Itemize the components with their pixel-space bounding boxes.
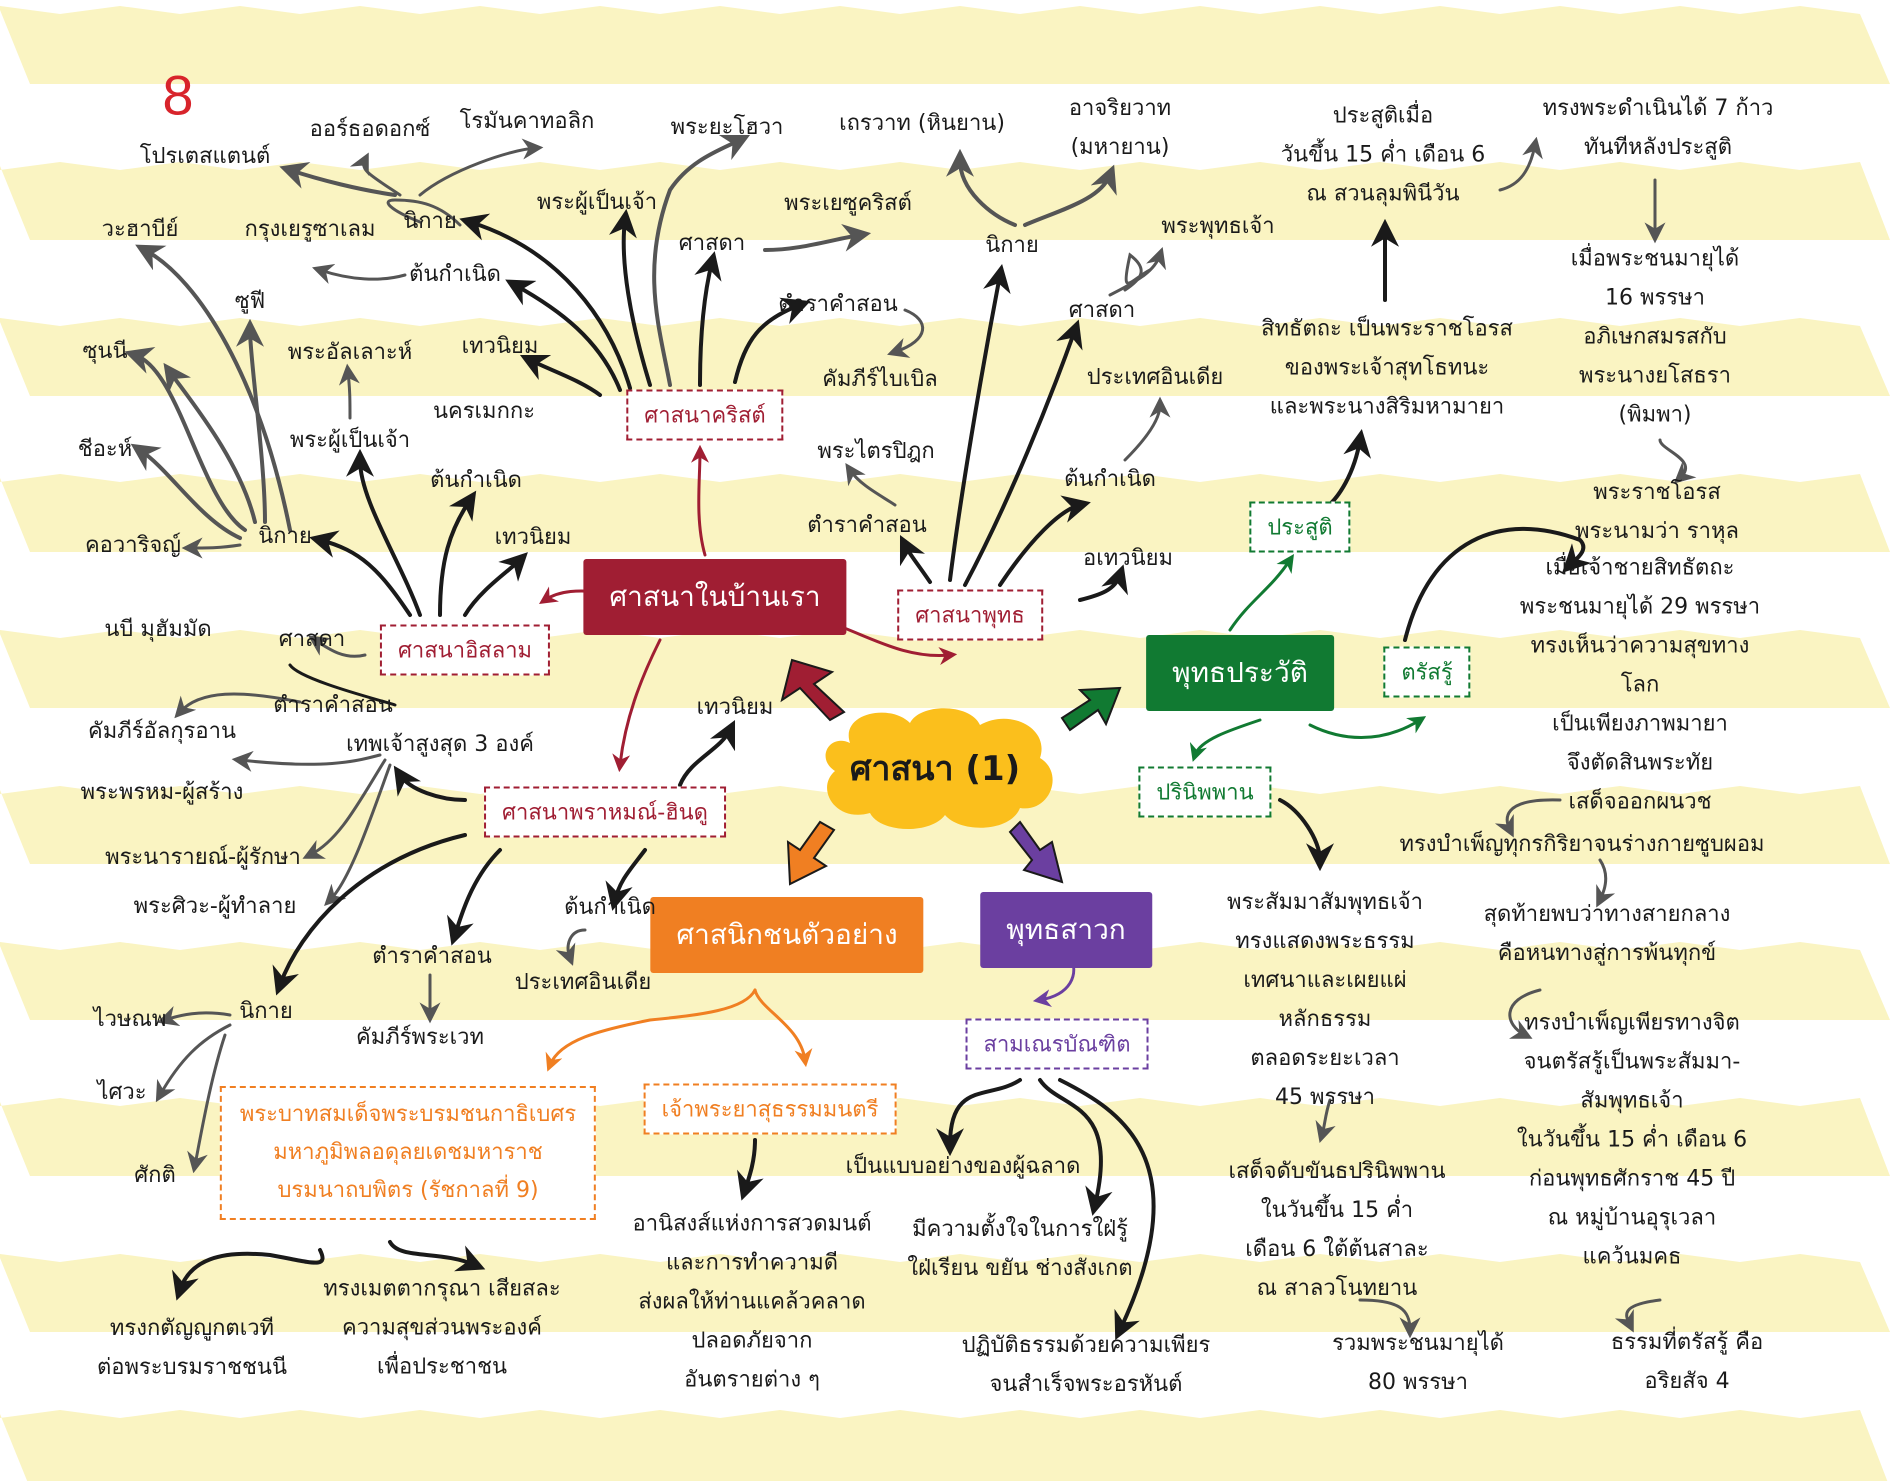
islam-prophet-label: ศาสดา (278, 627, 346, 652)
branch-disciple: พุทธสาวก (980, 892, 1152, 968)
buddhism-origin: ประเทศอินเดีย (1086, 365, 1224, 390)
buddhism-sect-1: เถรวาท (หินยาน) (839, 111, 1005, 136)
brahmin-origin: ประเทศอินเดีย (514, 970, 652, 995)
disciple-trait-3: ปฏิบัติธรรมด้วยความเพียร จนสำเร็จพระอรหั… (961, 1333, 1211, 1397)
islam-sect-5: คอวาริจญ์ (84, 533, 182, 558)
box-islam: ศาสนาอิสลาม (379, 624, 551, 676)
disciple-trait-2: มีความตั้งใจในการใฝ่รู้ ใฝ่เรียน ขยัน ช่… (907, 1217, 1133, 1281)
christ-origin-label: ต้นกำเนิด (409, 262, 501, 287)
islam-sect-1: วะฮาบีย์ (101, 217, 179, 242)
islam-god-label: พระผู้เป็นเจ้า (289, 428, 411, 453)
buddhism-text: พระไตรปิฎก (817, 439, 935, 464)
bio-ascetic: ทรงบำเพ็ญทุกรกิริยาจนร่างกายซูบผอม (1399, 832, 1765, 857)
christ-text: คัมภีร์ไบเบิล (822, 367, 938, 392)
christ-sect-3: โรมันคาทอลิก (459, 109, 595, 134)
buddhism-sect-label: นิกาย (985, 233, 1039, 258)
bio-meditate: ทรงบำเพ็ญเพียรทางจิต จนตรัสรู้เป็นพระสัม… (1516, 1010, 1748, 1270)
brahmin-origin-label: ต้นกำเนิด (564, 895, 656, 920)
brahmin-god-1: พระพรหม-ผู้สร้าง (80, 780, 244, 805)
christ-text-label: ตำราคำสอน (778, 292, 898, 317)
christ-theism: เทวนิยม (461, 334, 539, 359)
islam-text-label: ตำราคำสอน (273, 693, 393, 718)
christ-prophet-label: ศาสดา (678, 231, 746, 256)
exemplar-king-2: ทรงเมตตากรุณา เสียสละ ความสุขส่วนพระองค์… (323, 1276, 561, 1380)
stripe-band (0, 1254, 1890, 1332)
buddhism-prophet-label: ศาสดา (1068, 298, 1136, 323)
stripe-band (0, 1410, 1888, 1481)
box-christ: ศาสนาคริสต์ (626, 389, 784, 441)
brahmin-gods-label: เทพเจ้าสูงสุด 3 องค์ (346, 732, 534, 757)
brahmin-sect-1: ไวษณพ (93, 1007, 167, 1032)
islam-sect-3: ซุนนี (82, 339, 128, 364)
christ-god-label: พระผู้เป็นเจ้า (536, 190, 658, 215)
christ-prophet: พระเยซูคริสต์ (784, 191, 912, 216)
bio-renounce: เมื่อเจ้าชายสิทธัตถะ พระชนมายุได้ 29 พรร… (1519, 555, 1761, 815)
buddhism-prophet: พระพุทธเจ้า (1161, 214, 1275, 239)
islam-sect-label: นิกาย (258, 524, 312, 549)
christ-origin: กรุงเยรูซาเลม (244, 217, 376, 242)
bio-birth-parents: สิทธัตถะ เป็นพระราชโอรส ของพระเจ้าสุทโธท… (1261, 316, 1513, 420)
buddhism-origin-label: ต้นกำเนิด (1064, 467, 1156, 492)
brahmin-text: คัมภีร์พระเวท (355, 1025, 485, 1050)
islam-god: พระอัลเลาะห์ (287, 340, 413, 365)
bio-age: รวมพระชนมายุได้ 80 พรรษา (1332, 1331, 1504, 1395)
exemplar-noble-1: อานิสงส์แห่งการสวดมนต์ และการทำความดี ส่… (632, 1211, 872, 1393)
disciple-trait-1: เป็นแบบอย่างของผู้ฉลาด (845, 1154, 1081, 1179)
box-buddhism: ศาสนาพุทธ (897, 589, 1043, 641)
stripe-band (0, 942, 1890, 1020)
brahmin-theism: เทวนิยม (696, 695, 774, 720)
bio-dharma: ธรรมที่ตรัสรู้ คือ อริยสัจ 4 (1610, 1330, 1764, 1394)
bio-enlight: ตรัสรู้ (1383, 646, 1471, 698)
brahmin-text-label: ตำราคำสอน (372, 944, 492, 969)
exemplar-noble: เจ้าพระยาสุธรรมมนตรี (643, 1083, 897, 1135)
bio-nirvana: ปรินิพพาน (1138, 766, 1272, 818)
brahmin-god-3: พระศิวะ-ผู้ทำลาย (133, 894, 297, 919)
branch-home: ศาสนาในบ้านเรา (583, 559, 847, 635)
center-block-arrows (780, 658, 1122, 886)
branch-biography: พุทธประวัติ (1146, 635, 1334, 711)
page-number: 8 (162, 63, 194, 127)
bio-death: เสด็จดับขันธปรินิพพาน ในวันขึ้น 15 ค่ำ เ… (1228, 1159, 1446, 1301)
box-brahmin: ศาสนาพราหมณ์-ฮินดู (484, 786, 726, 838)
buddhism-text-label: ตำราคำสอน (807, 513, 927, 538)
brahmin-sect-3: ศักติ (134, 1163, 176, 1188)
bio-teach: พระสัมมาสัมพุทธเจ้า ทรงแสดงพระธรรม เทศนา… (1226, 890, 1424, 1110)
islam-theism: เทวนิยม (494, 525, 572, 550)
bio-middle: สุดท้ายพบว่าทางสายกลาง คือหนทางสู่การพ้น… (1483, 902, 1731, 966)
islam-prophet: นบี มุฮัมมัด (104, 617, 212, 642)
christ-sect-2: ออร์ธอดอกซ์ (309, 117, 431, 142)
bio-seven-steps: ทรงพระดำเนินได้ 7 ก้าว ทันทีหลังประสูติ (1542, 96, 1774, 160)
bio-marriage: เมื่อพระชนมายุได้ 16 พรรษา อภิเษกสมรสกับ… (1570, 246, 1740, 428)
islam-origin-label: ต้นกำเนิด (430, 468, 522, 493)
bio-son: พระราชโอรส พระนามว่า ราหุล (1575, 480, 1739, 544)
christ-sect-1: โปรเตสแตนต์ (139, 144, 271, 169)
buddhism-theism: อเทวนิยม (1082, 546, 1174, 571)
center-title: ศาสนา (1) (849, 749, 1021, 789)
disciple-novice: สามเณรบัณฑิต (965, 1018, 1149, 1070)
islam-sect-2: ซูฟี (234, 289, 266, 314)
brahmin-sect-label: นิกาย (239, 999, 293, 1024)
stripe-band (0, 6, 1890, 84)
exemplar-king: พระบาทสมเด็จพระบรมชนกาธิเบศร มหาภูมิพลอด… (219, 1086, 597, 1220)
islam-origin: นครเมกกะ (432, 399, 536, 424)
bio-birth-date: ประสูติเมื่อ วันขึ้น 15 ค่ำ เดือน 6 ณ สว… (1280, 103, 1486, 207)
branch-exemplar: ศาสนิกชนตัวอย่าง (650, 897, 924, 973)
islam-sect-4: ชีอะห์ (77, 437, 133, 462)
stripe-band (0, 318, 1890, 396)
brahmin-sect-2: ไศวะ (97, 1080, 147, 1105)
bio-birth: ประสูติ (1249, 501, 1351, 553)
christ-sect-label: นิกาย (403, 209, 457, 234)
brahmin-god-2: พระนารายณ์-ผู้รักษา (105, 845, 301, 870)
stripe-band (0, 786, 1890, 864)
exemplar-king-1: ทรงกตัญญูกตเวที ต่อพระบรมราชชนนี (96, 1316, 288, 1380)
center-cloud (825, 708, 1053, 830)
islam-text: คัมภีร์อัลกุรอาน (88, 719, 236, 744)
buddhism-sect-2: อาจริยวาท (มหายาน) (1068, 96, 1172, 160)
christ-god: พระยะโฮวา (670, 115, 784, 140)
